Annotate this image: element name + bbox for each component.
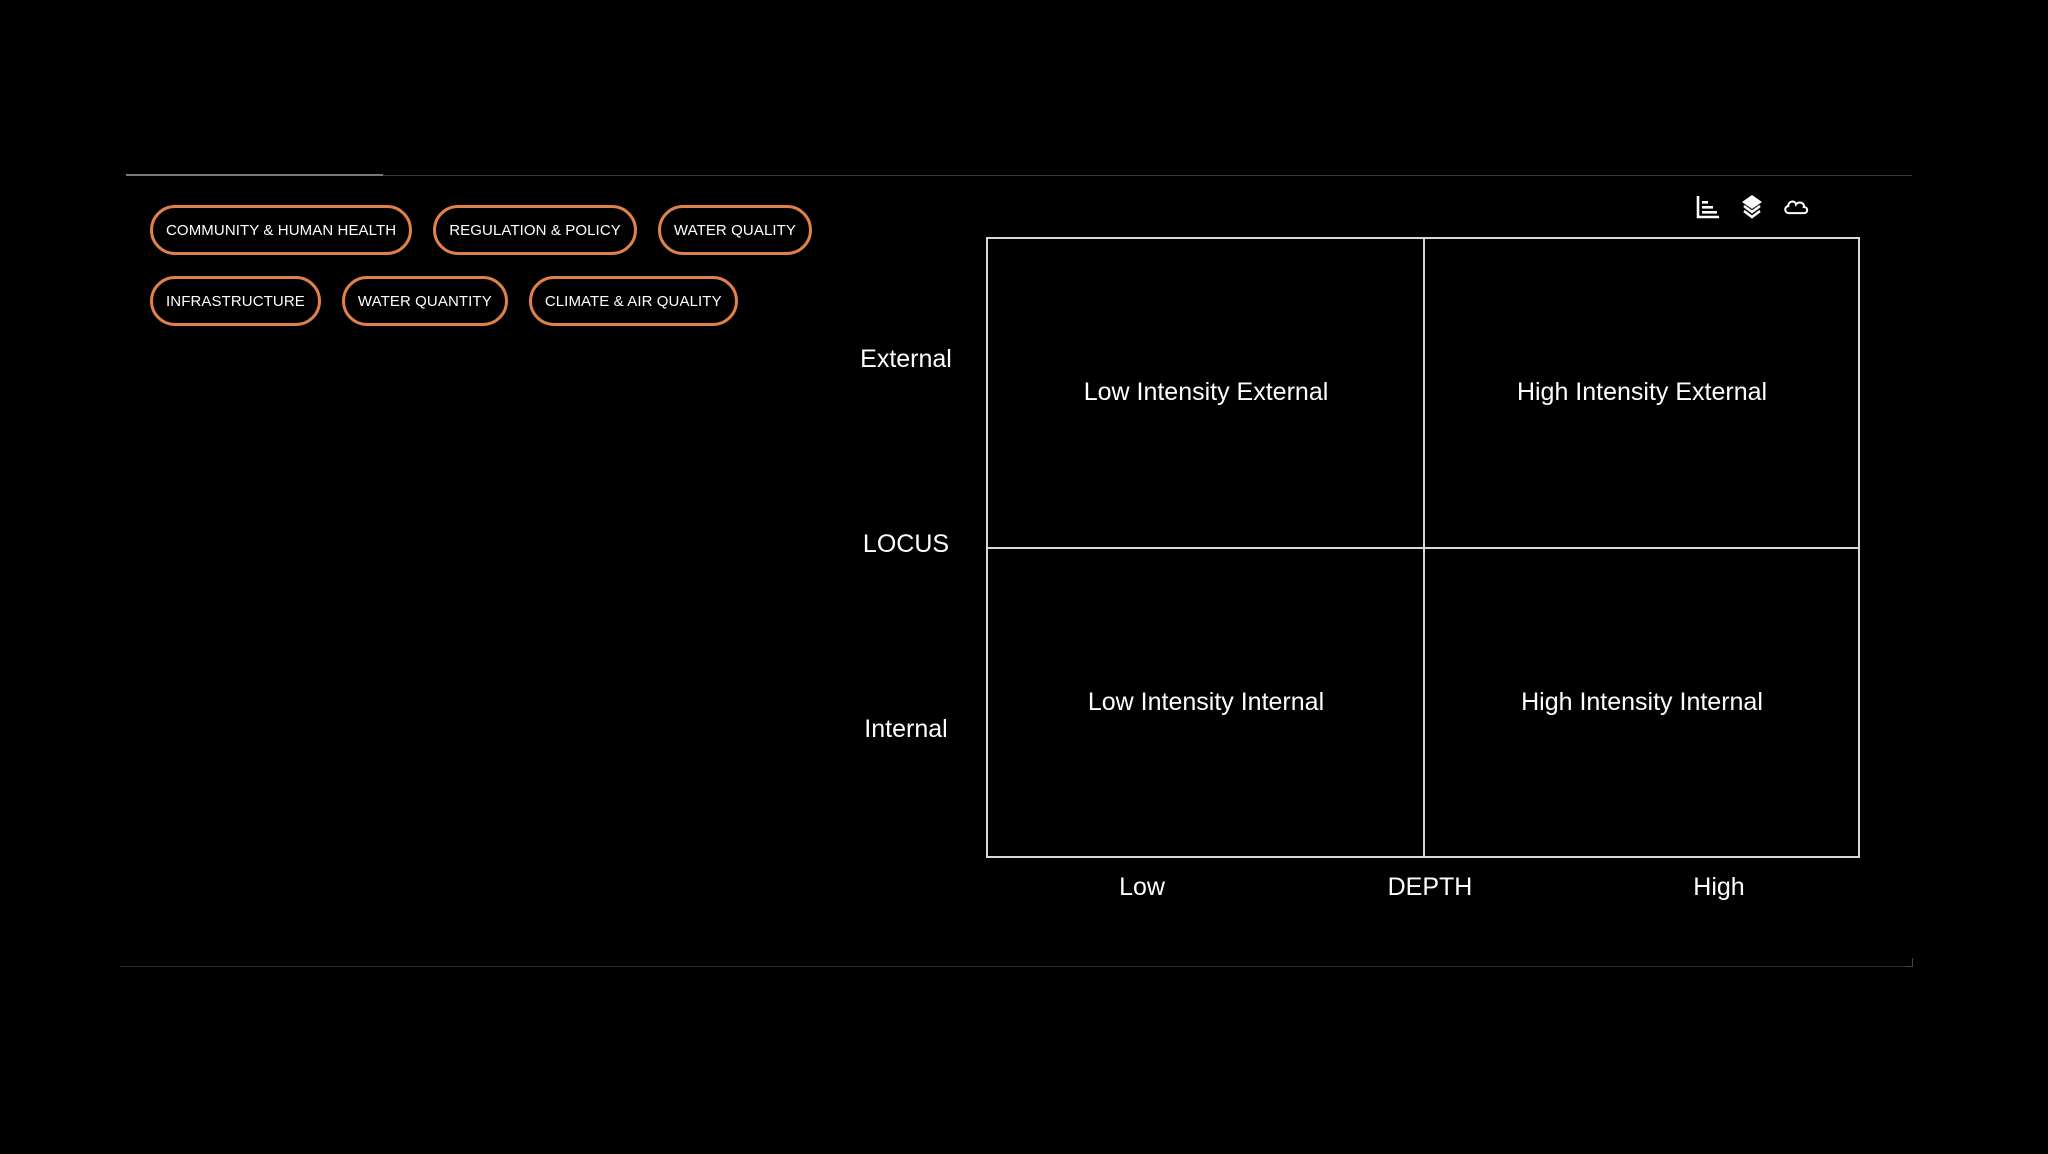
filter-tag-water-quality[interactable]: WATER QUALITY <box>657 205 813 255</box>
top-divider <box>126 175 1912 176</box>
x-axis-left-label: Low <box>1119 873 1165 901</box>
x-axis-title: DEPTH <box>1387 873 1473 901</box>
filter-tag-climate-air-quality[interactable]: CLIMATE & AIR QUALITY <box>528 276 738 326</box>
filter-tag-group: COMMUNITY & HUMAN HEALTH REGULATION & PO… <box>150 205 813 347</box>
bottom-divider <box>120 966 1912 967</box>
bar-chart-icon[interactable] <box>1694 193 1722 221</box>
layers-icon[interactable] <box>1738 193 1766 221</box>
filter-tag-water-quantity[interactable]: WATER QUANTITY <box>341 276 508 326</box>
y-axis-title: LOCUS <box>862 530 950 558</box>
y-axis-bottom-label: Internal <box>864 715 948 743</box>
x-axis-right-label: High <box>1693 873 1745 901</box>
filter-tag-community-human-health[interactable]: COMMUNITY & HUMAN HEALTH <box>150 205 413 255</box>
resize-handle[interactable] <box>1906 958 1913 967</box>
filter-row-1: COMMUNITY & HUMAN HEALTH REGULATION & PO… <box>150 205 813 255</box>
filter-tag-regulation-policy[interactable]: REGULATION & POLICY <box>433 205 637 255</box>
quadrant-bottom-left: Low Intensity Internal <box>1087 688 1325 716</box>
filter-row-2: INFRASTRUCTURE WATER QUANTITY CLIMATE & … <box>150 276 810 326</box>
quadrant-top-right: High Intensity External <box>1516 378 1768 406</box>
filter-tag-infrastructure[interactable]: INFRASTRUCTURE <box>150 276 321 326</box>
cloud-icon[interactable] <box>1782 193 1810 221</box>
quadrant-bottom-right: High Intensity Internal <box>1521 688 1763 716</box>
quadrant-top-left: Low Intensity External <box>1083 378 1329 406</box>
y-axis-top-label: External <box>860 345 952 373</box>
quadrant-matrix: Low Intensity External High Intensity Ex… <box>986 237 1860 858</box>
view-toolbar <box>1694 193 1810 221</box>
active-tab-indicator <box>126 174 383 176</box>
matrix-horizontal-divider <box>988 547 1858 549</box>
